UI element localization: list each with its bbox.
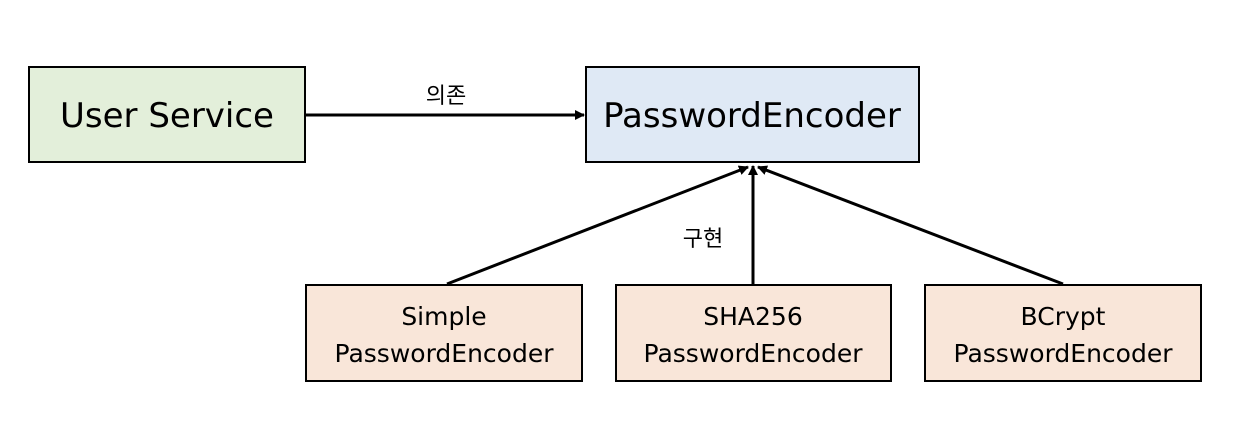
implementation-arrow-bcrypt: [757, 165, 1064, 286]
simple-password-encoder-node: Simple PasswordEncoder: [305, 284, 583, 382]
bcrypt-password-encoder-label-line1: BCrypt: [1021, 302, 1106, 331]
implementation-label: 구현: [683, 227, 723, 252]
password-encoder-label: PasswordEncoder: [603, 96, 901, 136]
user-service-box: [28, 66, 306, 163]
user-service-node: User Service: [28, 66, 306, 163]
dependency-label: 의존: [426, 84, 466, 109]
sha256-password-encoder-label-line1: SHA256: [703, 302, 803, 331]
bcrypt-password-encoder-box: [924, 284, 1202, 382]
password-encoder-node: PasswordEncoder: [585, 66, 920, 163]
simple-password-encoder-label-line1: Simple: [401, 302, 486, 331]
simple-password-encoder-box: [305, 284, 583, 382]
bcrypt-password-encoder-node: BCrypt PasswordEncoder: [924, 284, 1202, 382]
bcrypt-password-encoder-label-line2: PasswordEncoder: [954, 339, 1174, 368]
user-service-label: User Service: [60, 96, 274, 136]
implementation-arrow-simple: [446, 165, 749, 286]
simple-password-encoder-label-line2: PasswordEncoder: [335, 339, 555, 368]
password-encoder-box: [585, 66, 920, 163]
sha256-password-encoder-label-line2: PasswordEncoder: [644, 339, 864, 368]
sha256-password-encoder-node: SHA256 PasswordEncoder: [615, 284, 892, 382]
sha256-password-encoder-box: [615, 284, 892, 382]
